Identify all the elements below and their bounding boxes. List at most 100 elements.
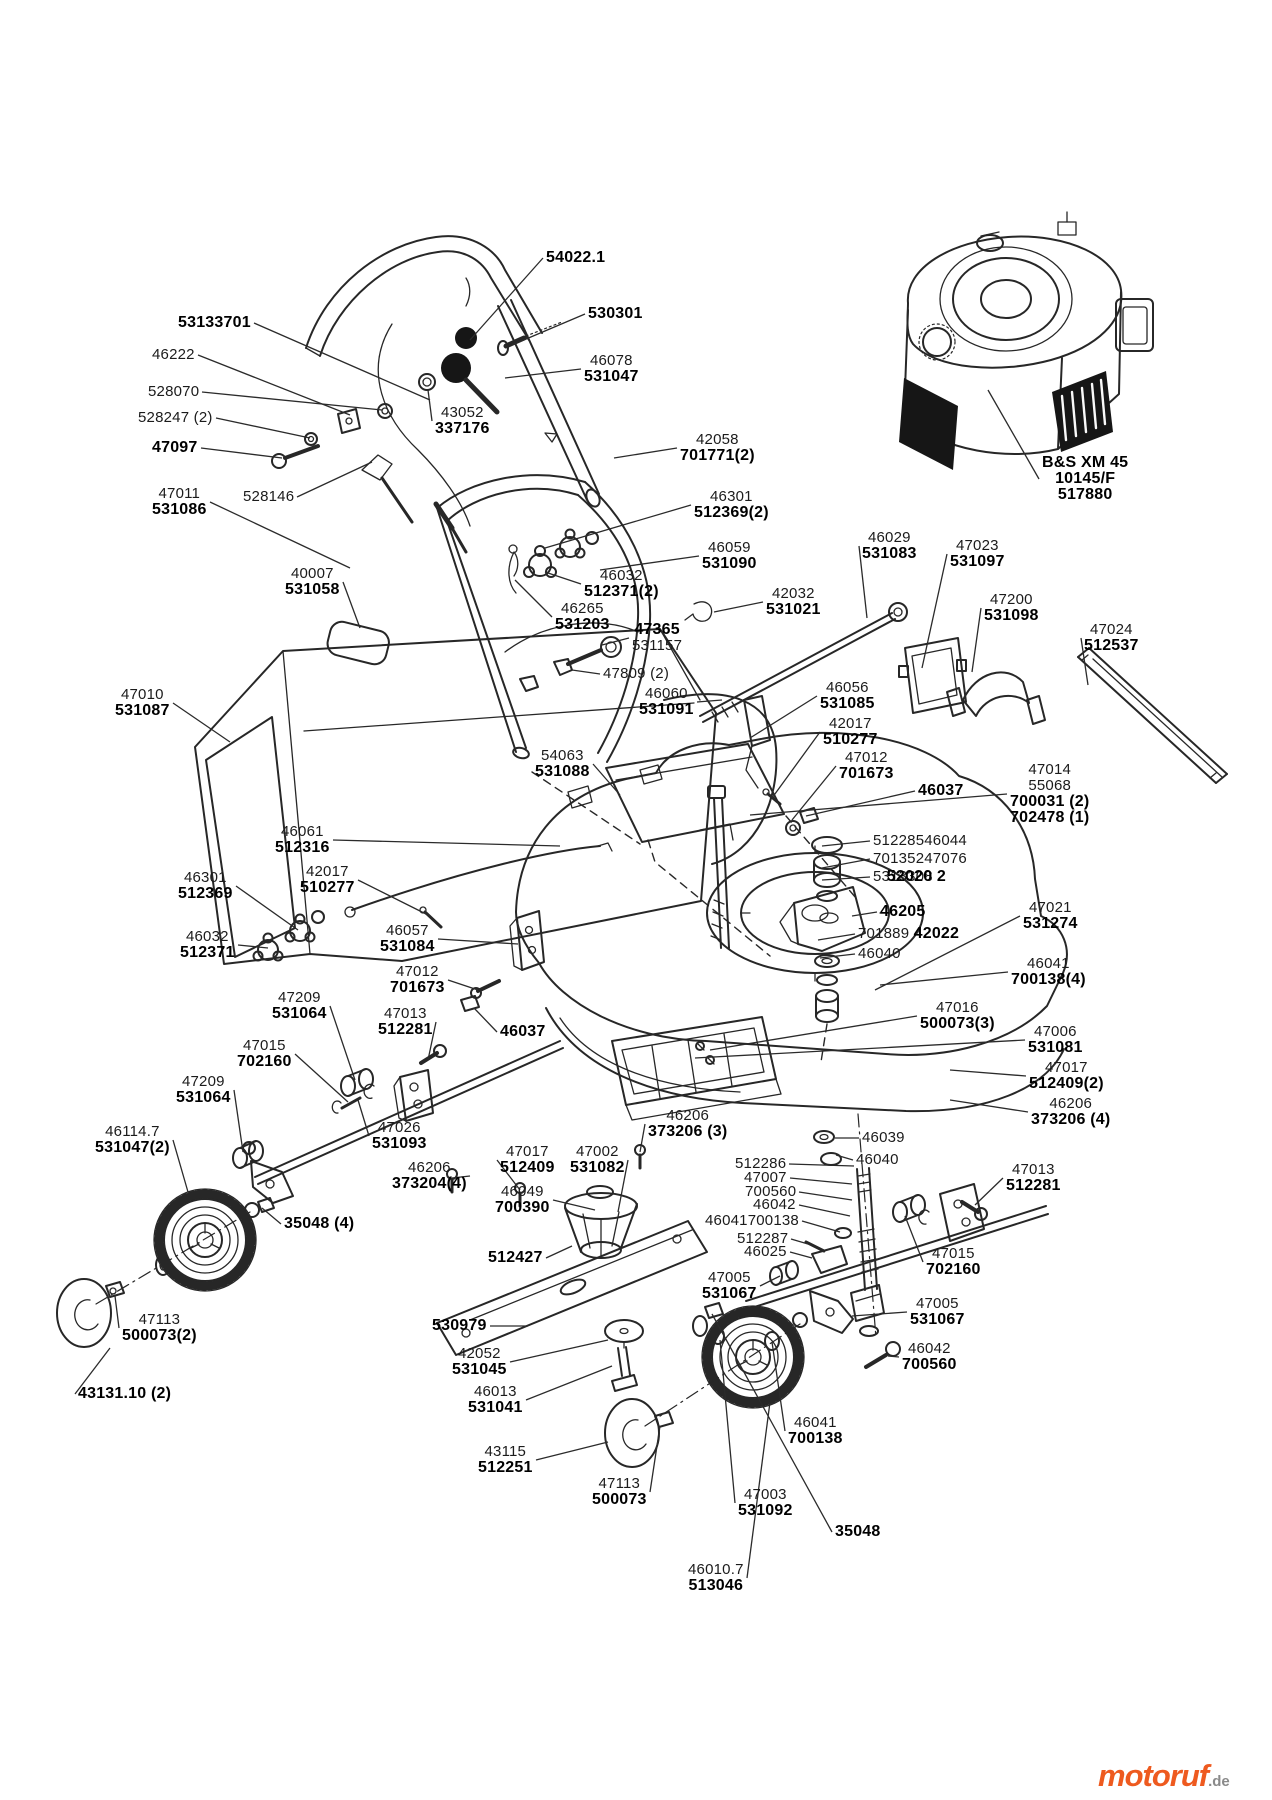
- belt-cover-shield: [446, 1016, 782, 1208]
- part-label-701889-42022: 701889 42022: [858, 925, 960, 942]
- left-wheel: [153, 1188, 257, 1292]
- left-hubcap: [56, 1278, 112, 1348]
- part-label-46205: 46205: [880, 903, 926, 920]
- part-label-46222: 46222: [152, 346, 195, 363]
- part-label-512427: 512427: [488, 1249, 543, 1266]
- height-adjust-rod: [699, 602, 908, 723]
- right-wheel: [701, 1305, 805, 1409]
- bag-lock-rod: [252, 842, 613, 962]
- bag-handle-grip: [326, 620, 390, 666]
- part-label-700560-c: 700560: [745, 1183, 797, 1200]
- bracket-plate: [898, 637, 967, 714]
- grass-catcher-bag: [194, 620, 778, 965]
- part-label-46040-b: 46040: [856, 1151, 899, 1168]
- part-label-701352-47076: 70135247076: [873, 850, 967, 867]
- part-label-512285-46044: 51228546044: [873, 832, 967, 849]
- blade-bolt-and-washer: [604, 1319, 644, 1392]
- rear-axle: [704, 1183, 1049, 1369]
- part-label-46040-a: 46040: [858, 945, 901, 962]
- part-label-528070: 528070: [148, 383, 200, 400]
- part-label-54022-1: 54022.1: [546, 249, 606, 266]
- front-axle: [95, 979, 564, 1305]
- throttle-cable-and-fasteners: [271, 323, 471, 554]
- part-label-46039: 46039: [862, 1129, 905, 1146]
- deck-bracket: [509, 910, 545, 971]
- blade-friction-cup: [564, 1185, 638, 1259]
- part-label-512287: 512287: [737, 1230, 789, 1247]
- part-label-46041-700138-c: 46041700138: [705, 1212, 799, 1229]
- part-label-512286: 512286: [735, 1155, 787, 1172]
- part-label-47097: 47097: [152, 439, 198, 456]
- part-label-530301: 530301: [588, 305, 643, 322]
- part-label-35048-b: 35048: [835, 1523, 881, 1540]
- watermark-logo: motoruf.de: [1098, 1758, 1230, 1794]
- part-label-5313308-52020: 531330852020 2: [873, 868, 947, 885]
- part-label-35048-4: 35048 (4): [284, 1215, 355, 1232]
- part-label-46025: 46025: [744, 1243, 787, 1260]
- part-label-47007: 47007: [744, 1169, 787, 1186]
- watermark-brand: motoruf: [1098, 1758, 1209, 1793]
- handle-knob-and-lever: [418, 321, 563, 415]
- part-label-46042-c: 46042: [753, 1196, 796, 1213]
- part-label-528247-2: 528247 (2): [138, 409, 213, 426]
- part-label-46037-l: 46037: [500, 1023, 546, 1040]
- part-label-53133701: 53133701: [178, 314, 251, 331]
- blade-clutch-stack: [707, 695, 866, 1063]
- part-label-528146: 528146: [243, 488, 295, 505]
